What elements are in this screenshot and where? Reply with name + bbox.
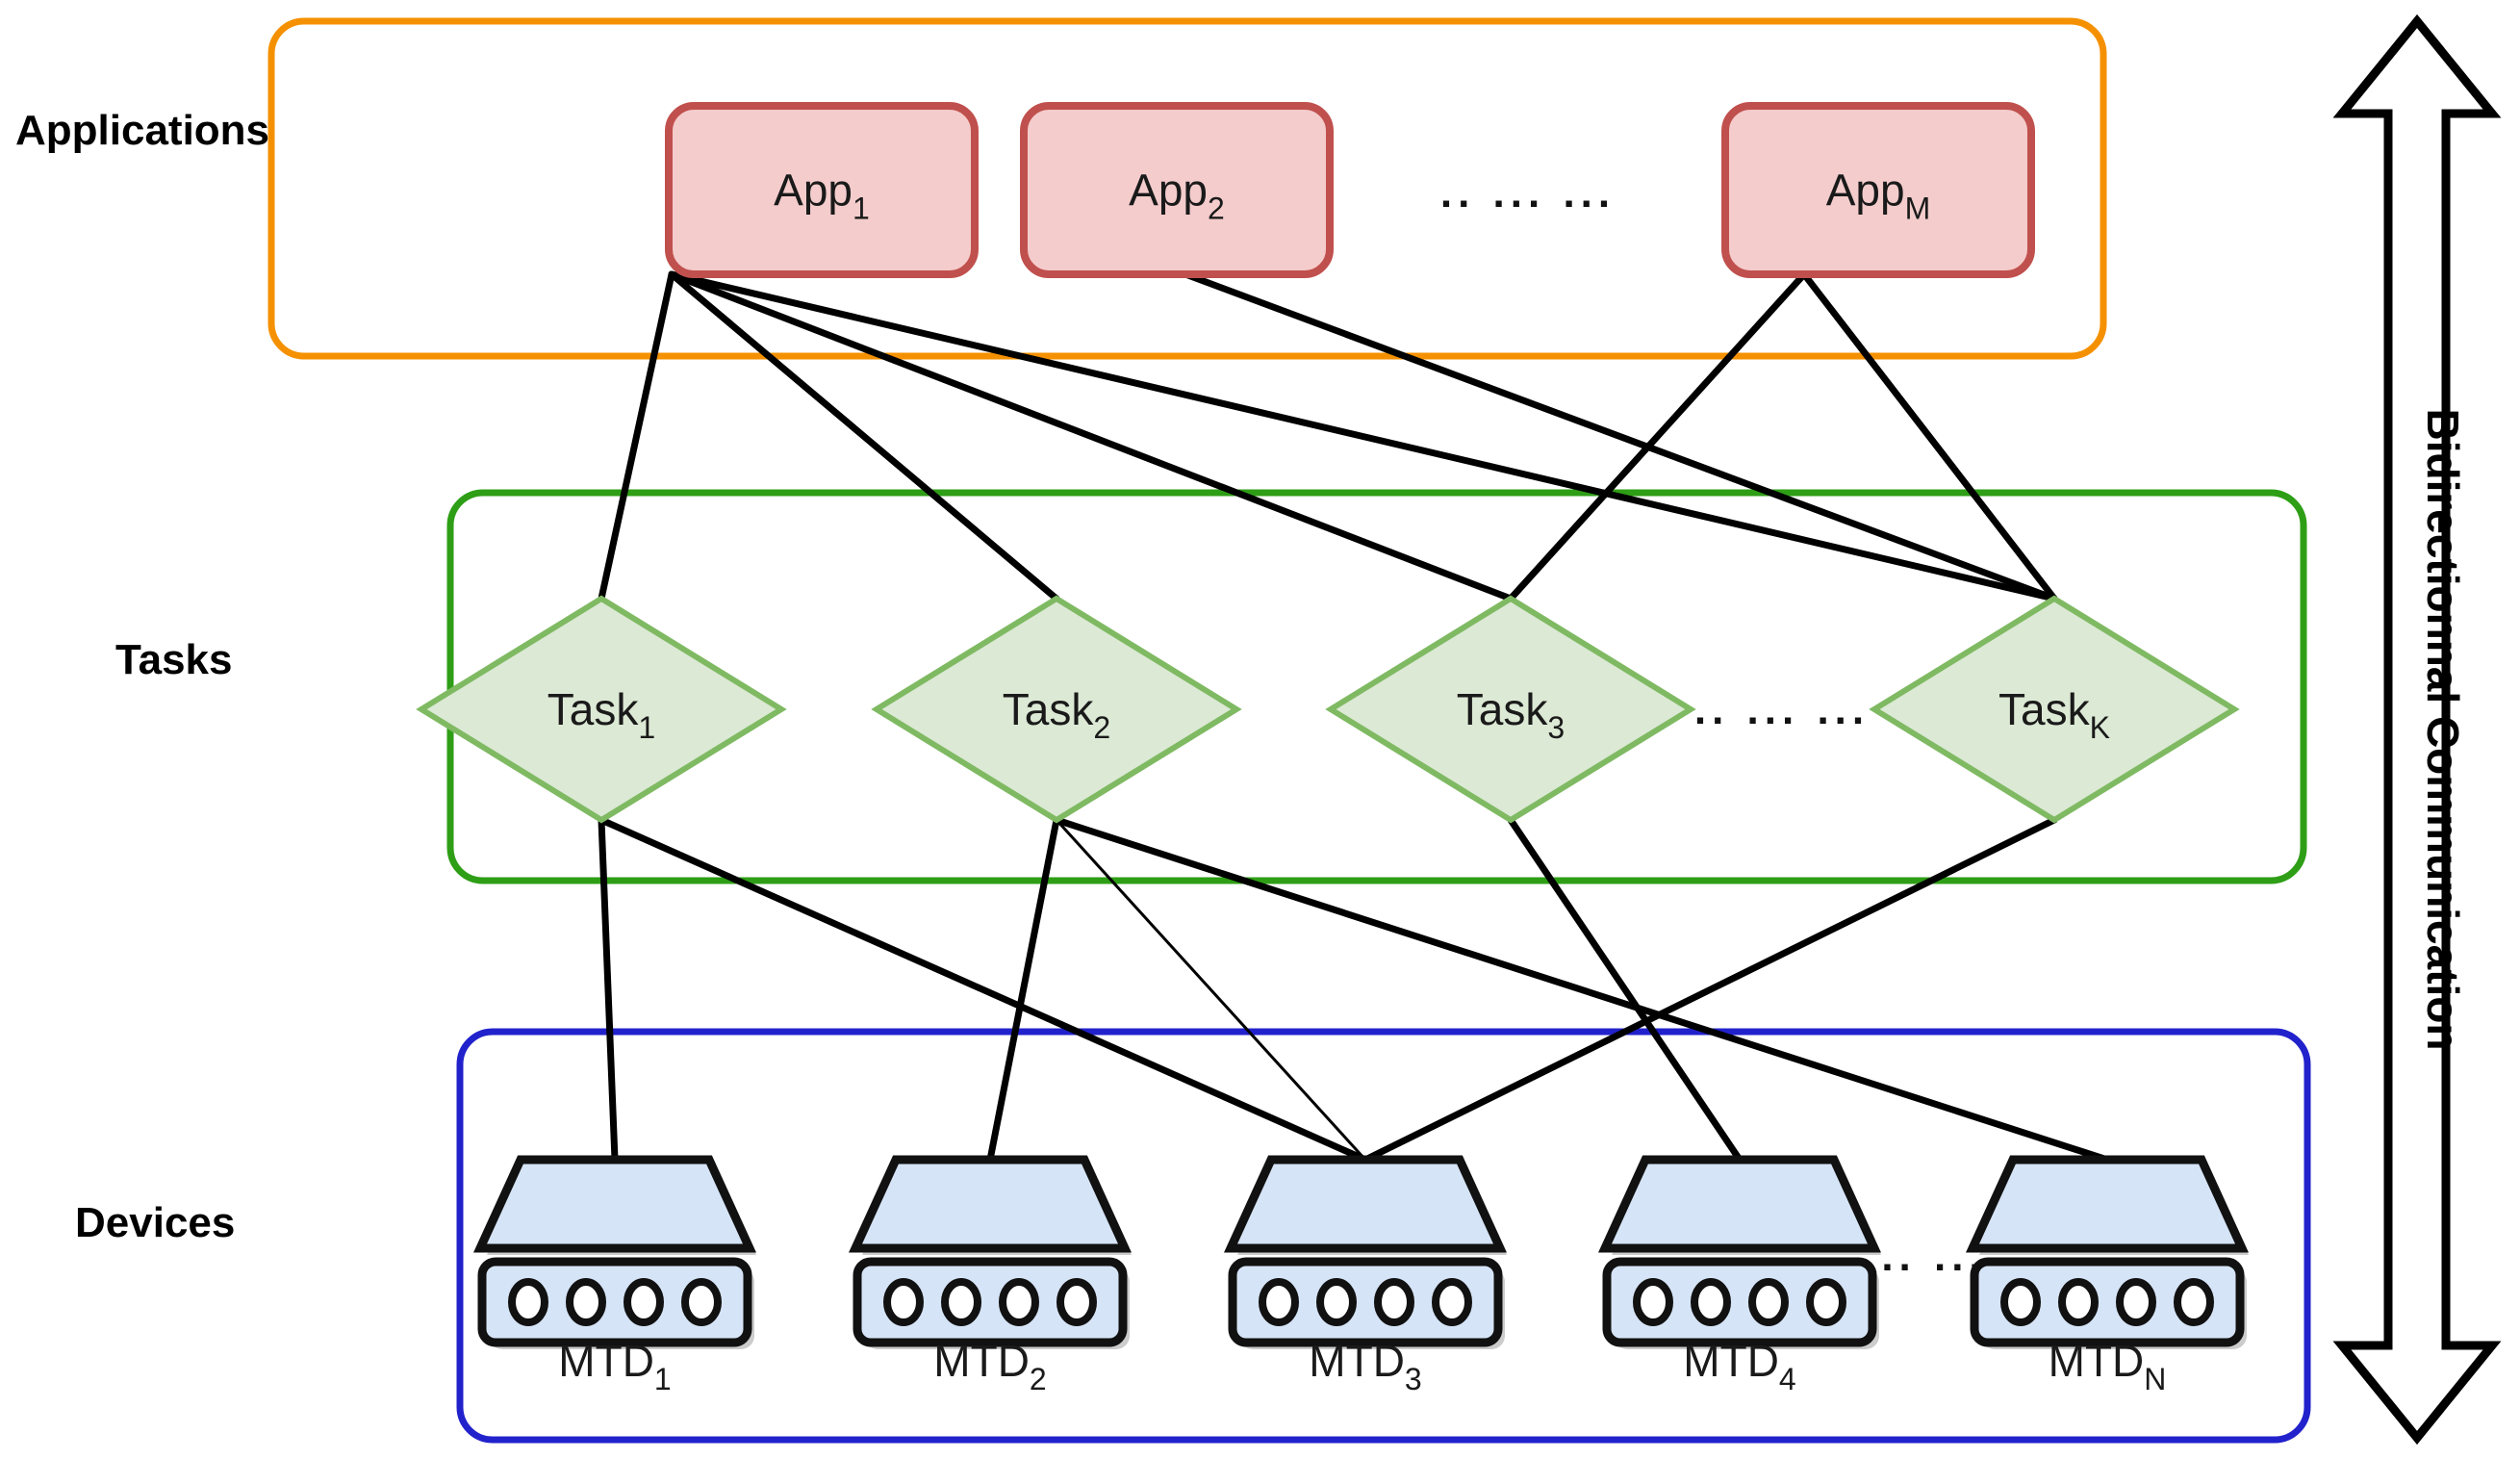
edge-task1-mtd1 xyxy=(598,816,619,1164)
device-port-icon-3 xyxy=(624,1278,664,1326)
applications-ellipsis: .. ... ... xyxy=(1440,169,1616,217)
device-base-icon xyxy=(1228,1257,1503,1347)
edge-task3-mtd4 xyxy=(1507,816,1744,1164)
device-port-icon-2 xyxy=(1691,1278,1731,1326)
edge-app1-taskK xyxy=(668,270,2058,602)
application-box xyxy=(1721,102,2035,278)
task-node-task2[interactable]: Task2 xyxy=(871,595,1242,824)
edge-taskK-mtd3 xyxy=(1362,816,2058,1164)
edge-task1-mtd3 xyxy=(598,816,1369,1164)
bidirectional-arrow-label: Bidirectionnal Communication xyxy=(2418,408,2468,1050)
device-screen-icon xyxy=(1597,1155,1882,1253)
edge-appM-taskK xyxy=(1800,270,2058,602)
edge-app1-task2 xyxy=(668,270,1060,602)
device-node-mtd2[interactable]: MTD2 xyxy=(848,1155,1133,1396)
layer-label-tasks: Tasks xyxy=(115,636,233,683)
application-node-app2[interactable]: App2 xyxy=(1020,102,1334,278)
application-box xyxy=(1020,102,1334,278)
device-base-icon xyxy=(1970,1257,2245,1347)
device-port-icon-2 xyxy=(941,1278,981,1326)
device-screen-icon xyxy=(1965,1155,2250,1253)
device-port-icon-4 xyxy=(1806,1278,1846,1326)
device-port-icon-2 xyxy=(1316,1278,1357,1326)
bidirectional-arrow-icon xyxy=(2332,13,2502,1446)
edge-appM-task3 xyxy=(1507,270,1808,602)
device-node-mtd3[interactable]: MTD3 xyxy=(1223,1155,1508,1396)
device-port-icon-1 xyxy=(1633,1278,1673,1326)
connection-edges xyxy=(598,270,2111,1164)
device-node-mtdN[interactable]: MTDN xyxy=(1965,1155,2250,1396)
devices-ellipsis: .. ... xyxy=(1881,1233,1986,1280)
device-port-icon-1 xyxy=(2000,1278,2041,1326)
application-node-app1[interactable]: App1 xyxy=(665,102,979,278)
device-node-mtd4[interactable]: MTD4 xyxy=(1597,1155,1882,1396)
layer-box-devices xyxy=(456,1028,2311,1444)
edge-task2-mtd3 xyxy=(1055,818,1367,1162)
device-port-icon-3 xyxy=(2116,1278,2156,1326)
task-diamond xyxy=(1869,595,2240,824)
device-port-icon-4 xyxy=(1056,1278,1097,1326)
device-base-icon xyxy=(1602,1257,1877,1347)
device-port-icon-4 xyxy=(1432,1278,1472,1326)
device-port-icon-3 xyxy=(1748,1278,1789,1326)
task-diamond xyxy=(416,595,787,824)
task-node-task3[interactable]: Task3 xyxy=(1325,595,1696,824)
device-port-icon-3 xyxy=(1374,1278,1414,1326)
device-port-icon-3 xyxy=(999,1278,1039,1326)
device-screen-icon xyxy=(848,1155,1133,1253)
device-base-icon xyxy=(853,1257,1128,1347)
task-diamond xyxy=(1325,595,1696,824)
edge-app1-task1 xyxy=(598,270,675,602)
layer-label-applications: Applications xyxy=(15,107,269,154)
device-screen-icon xyxy=(1223,1155,1508,1253)
device-port-icon-4 xyxy=(681,1278,722,1326)
application-node-appM[interactable]: AppM xyxy=(1721,102,2035,278)
layer-label-devices: Devices xyxy=(75,1199,235,1246)
device-port-icon-1 xyxy=(883,1278,924,1326)
tasks-ellipsis: .. ... ... xyxy=(1694,686,1870,733)
device-port-icon-1 xyxy=(1259,1278,1299,1326)
device-screen-icon xyxy=(472,1155,757,1253)
bidirectional-arrow: Bidirectionnal Communication xyxy=(2332,13,2502,1446)
application-box xyxy=(665,102,979,278)
edge-app1-task3 xyxy=(668,270,1515,602)
layer-containers xyxy=(267,17,2311,1444)
task-node-task1[interactable]: Task1 xyxy=(416,595,787,824)
layer-box-tasks xyxy=(446,489,2307,884)
task-diamond xyxy=(871,595,1242,824)
device-port-icon-4 xyxy=(2174,1278,2214,1326)
device-port-icon-2 xyxy=(2058,1278,2099,1326)
device-base-icon xyxy=(477,1257,752,1347)
device-port-icon-1 xyxy=(508,1278,548,1326)
task-node-taskK[interactable]: TaskK xyxy=(1869,595,2240,824)
edge-task2-mtd2 xyxy=(986,816,1060,1164)
device-port-icon-2 xyxy=(566,1278,606,1326)
layer-box-applications xyxy=(267,17,2107,360)
device-node-mtd1[interactable]: MTD1 xyxy=(472,1155,757,1396)
edge-app2-taskK xyxy=(1182,270,2058,602)
edge-task2-mtdN xyxy=(1053,816,2111,1164)
